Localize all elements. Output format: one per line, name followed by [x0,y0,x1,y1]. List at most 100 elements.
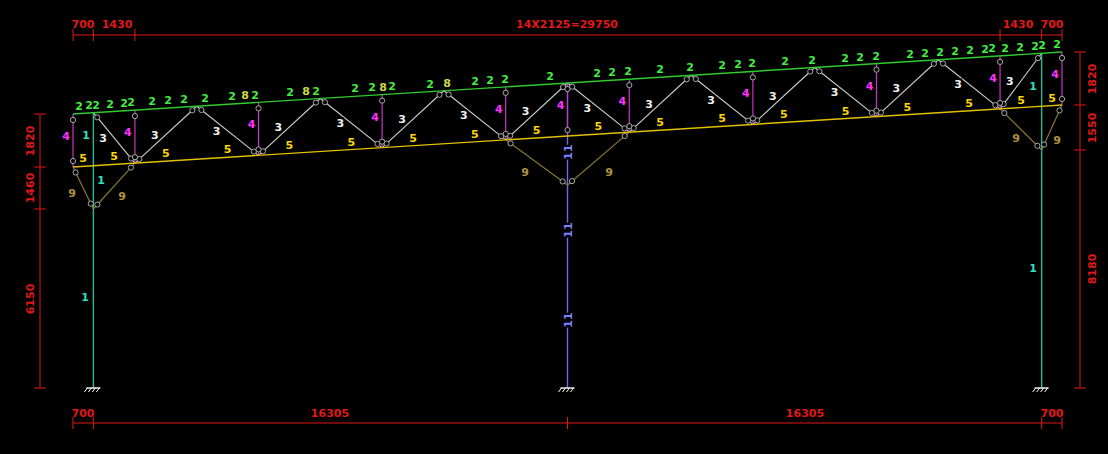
member-number: 2 [808,54,816,65]
member-number: 2 [951,45,959,56]
support-symbol [563,388,566,392]
member-number: 9 [68,188,76,199]
member-number: 3 [275,121,283,132]
member-number: 4 [124,127,132,138]
member-number: 2 [486,74,494,85]
member-number: 3 [336,118,344,129]
dimension-label: 1460 [25,173,36,204]
member-number: 5 [780,109,788,120]
truss-diagonal [753,68,815,125]
member-number: 5 [1017,94,1025,105]
hinge-mark [1035,143,1040,148]
hinge-mark [940,61,945,66]
hinge-mark [380,98,385,103]
member-number: 2 [906,48,914,59]
member-number: 2 [966,44,974,55]
dimension-line [73,35,1062,36]
hinge-mark [627,124,632,129]
support-symbol [92,388,95,392]
member-number: 2 [1038,40,1046,51]
hinge-mark [437,92,442,97]
member-number: 3 [213,125,221,136]
dimension-label: 700 [72,19,95,30]
hinge-mark [560,179,565,184]
member-number: 9 [1053,135,1061,146]
member-number: 1 [1029,81,1037,92]
hinge-mark [70,158,75,163]
member-number: 2 [624,66,632,77]
truss-diagonal [876,60,938,117]
member-number: 2 [734,59,742,70]
dimension-label: 1550 [1087,112,1098,143]
member-number: 2 [781,56,789,67]
member-number: 8 [443,77,451,88]
hinge-mark [128,165,133,170]
hinge-mark [446,92,451,97]
dimension-tick [93,29,94,41]
member-number: 8 [302,86,310,97]
member-number: 2 [1001,42,1009,53]
member-number: 11 [562,312,573,327]
truss-diagonal [938,60,1000,109]
dimension-label: 14X2125=29750 [516,19,618,30]
dimension-line [40,114,41,388]
member-number: 5 [842,105,850,116]
hinge-mark [95,202,100,207]
member-number: 2 [656,64,664,75]
member-number: 5 [718,113,726,124]
member-number: 5 [110,151,118,162]
member-number: 4 [989,72,997,83]
member-number: 11 [562,144,573,159]
member-number: 2 [127,97,135,108]
member-number: 2 [228,91,236,102]
member-number: 4 [495,103,503,114]
hinge-mark [931,61,936,66]
truss-diagonal [691,75,753,124]
dimension-label: 1820 [1087,63,1098,94]
dimension-tick [1000,29,1001,41]
member-number: 3 [1006,76,1014,87]
member-number: 1 [81,292,89,303]
member-number: 5 [162,148,170,159]
member-number: 2 [1053,39,1061,50]
member-number: 3 [954,79,962,90]
hinge-mark [622,133,627,138]
dimension-label: 700 [1041,19,1064,30]
member-number: 2 [471,75,479,86]
member-number: 1 [1029,263,1037,274]
hinge-mark [1002,111,1007,116]
member-number: 2 [593,68,601,79]
member-number: 9 [521,167,529,178]
member-number: 1 [97,175,105,186]
dimension-label: 700 [72,408,95,419]
hinge-mark [1042,142,1047,147]
dimension-tick [1074,150,1086,151]
member-number: 2 [164,95,172,106]
member-number: 3 [831,87,839,98]
knee-brace [93,163,135,209]
member-number: 3 [893,83,901,94]
truss-diagonal [320,98,382,147]
member-number: 4 [1051,69,1059,80]
member-number: 5 [904,101,912,112]
truss-diagonal [1000,53,1042,109]
hinge-mark [874,108,879,113]
truss-diagonal [93,113,135,163]
truss-diagonal [444,91,506,140]
member-number: 2 [546,71,554,82]
hinge-mark [750,116,755,121]
support-symbol [1037,388,1040,392]
dimension-tick [567,417,568,429]
hinge-mark [322,100,327,105]
hinge-mark [503,131,508,136]
member-number: 2 [921,47,929,58]
support-symbol [561,387,575,388]
dimension-tick [34,114,46,115]
hinge-mark [313,100,318,105]
hinge-mark [132,114,137,119]
hinge-mark [256,106,261,111]
hinge-mark [874,67,879,72]
hinge-mark [684,77,689,82]
